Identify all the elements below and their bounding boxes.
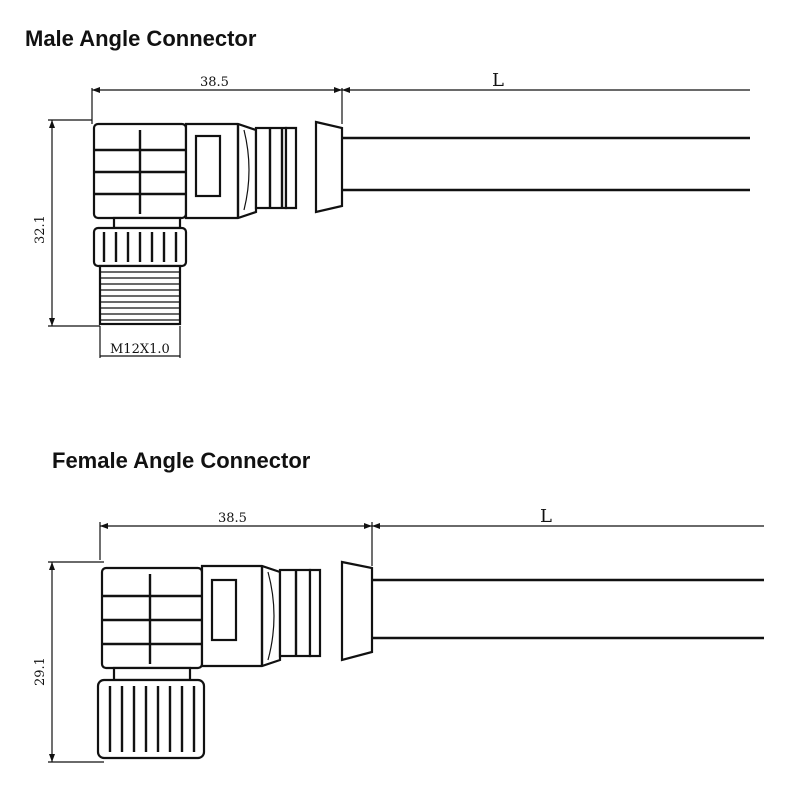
male-cable-dimension: L	[342, 70, 750, 93]
female-length-label: 38.5	[218, 511, 247, 526]
female-height-label: 29.1	[33, 657, 48, 686]
female-height-dimension: 29.1	[33, 561, 104, 763]
male-length-label: 38.5	[200, 75, 229, 90]
male-thread-dimension: M12X1.0	[99, 326, 181, 358]
male-length-dimension: 38.5	[91, 75, 343, 124]
male-thread-label: M12X1.0	[110, 342, 170, 357]
male-cable	[342, 136, 750, 192]
male-cable-length-label: L	[492, 70, 504, 91]
female-cable-length-label: L	[540, 506, 552, 527]
male-height-dimension: 32.1	[33, 119, 100, 327]
male-connector-body	[92, 120, 344, 230]
male-connector-drawing: 38.5 L 32.1	[33, 70, 750, 358]
male-connector-title: Male Angle Connector	[25, 26, 257, 51]
female-connector-drawing: 38.5 L 29.1	[33, 506, 764, 763]
male-knurled-nut	[92, 226, 188, 268]
female-knurled-nut	[96, 678, 206, 760]
female-cable-dimension: L	[372, 506, 764, 529]
male-thread	[98, 264, 182, 326]
male-height-label: 32.1	[33, 215, 48, 244]
female-connector-title: Female Angle Connector	[52, 448, 311, 473]
female-cable	[372, 578, 764, 640]
female-length-dimension: 38.5	[99, 511, 373, 566]
female-connector-body	[100, 560, 374, 682]
